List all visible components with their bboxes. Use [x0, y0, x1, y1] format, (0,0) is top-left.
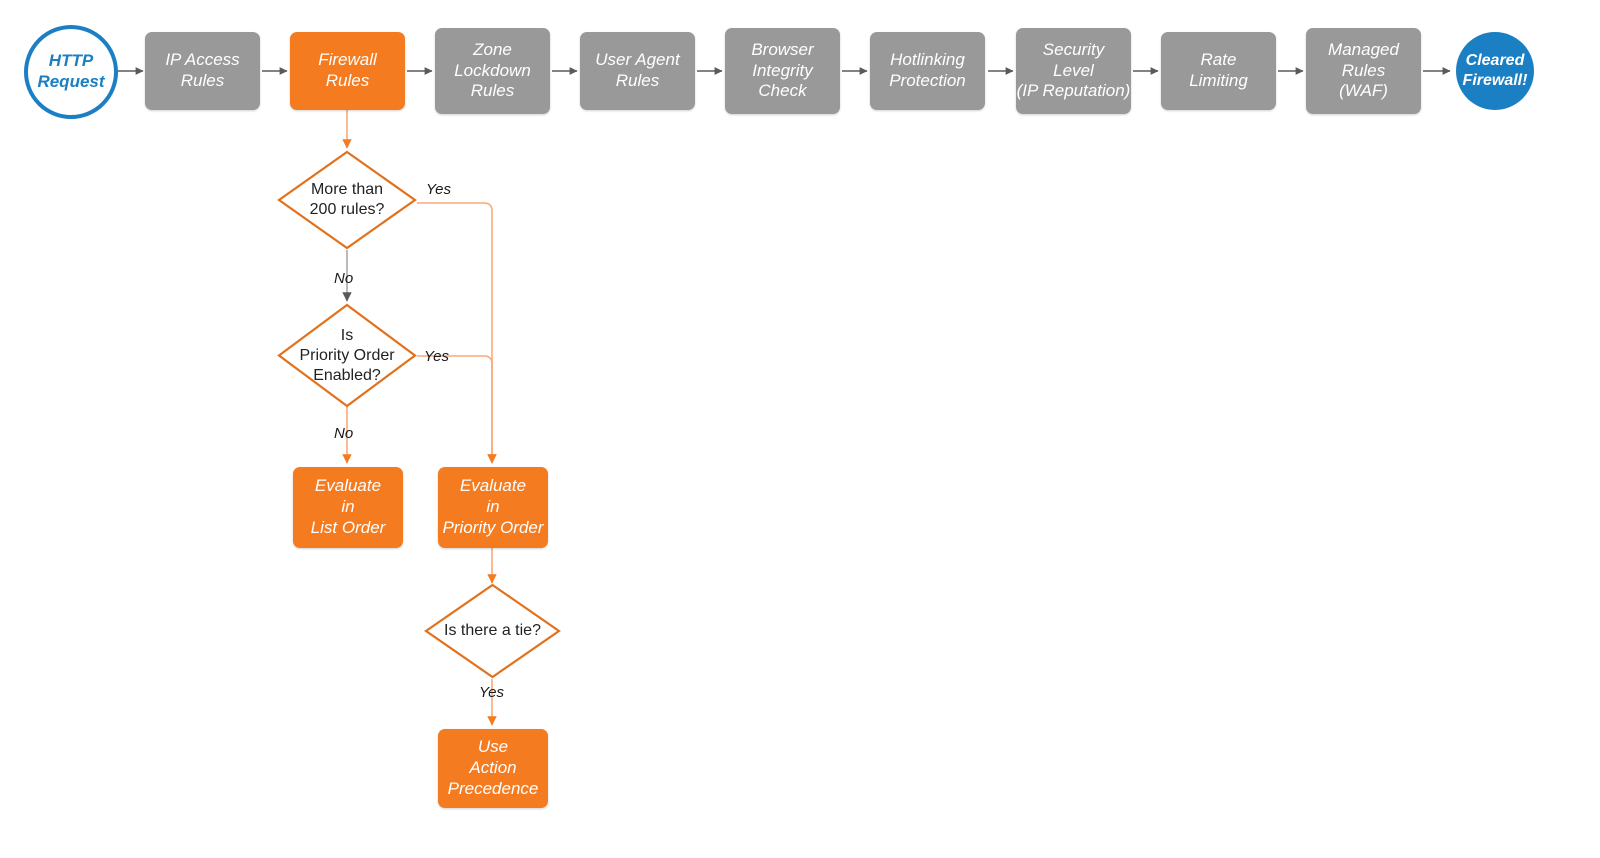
- diamond-shape: [424, 583, 561, 679]
- node-zone-lockdown-rules[interactable]: Zone Lockdown Rules: [435, 28, 550, 114]
- diamond-shape: [277, 150, 417, 250]
- decision-label: More than 200 rules?: [309, 181, 385, 218]
- diamond-shape: [277, 303, 417, 408]
- node-cleared-firewall[interactable]: Cleared Firewall!: [1456, 32, 1534, 110]
- node-ip-access-rules[interactable]: IP Access Rules: [145, 32, 260, 110]
- node-security-level[interactable]: Security Level (IP Reputation): [1016, 28, 1131, 114]
- edge-label-priority-yes: Yes: [424, 348, 450, 365]
- edge-priority-yes: [417, 355, 497, 464]
- node-hotlinking-protection[interactable]: Hotlinking Protection: [870, 32, 985, 110]
- edge-label-tie-yes: Yes: [479, 684, 505, 701]
- node-evaluate-in-priority-order[interactable]: Evaluate in Priority Order: [438, 467, 548, 548]
- node-browser-integrity-check[interactable]: Browser Integrity Check: [725, 28, 840, 114]
- node-managed-rules-waf[interactable]: Managed Rules (WAF): [1306, 28, 1421, 114]
- node-http-request[interactable]: HTTP Request: [24, 25, 118, 119]
- decision-is-there-a-tie[interactable]: Is there a tie?: [424, 583, 561, 679]
- node-firewall-rules[interactable]: Firewall Rules: [290, 32, 405, 110]
- decision-is-priority-order-enabled[interactable]: Is Priority Order Enabled?: [277, 303, 417, 408]
- node-user-agent-rules[interactable]: User Agent Rules: [580, 32, 695, 110]
- decision-label: Is there a tie?: [444, 622, 541, 639]
- edge-rulecount-yes: [417, 202, 497, 464]
- edge-label-rulecount-no: No: [334, 270, 354, 287]
- node-evaluate-in-list-order[interactable]: Evaluate in List Order: [293, 467, 403, 548]
- node-use-action-precedence[interactable]: Use Action Precedence: [438, 729, 548, 808]
- edge-label-rulecount-yes: Yes: [426, 181, 452, 198]
- decision-more-than-200-rules[interactable]: More than 200 rules?: [277, 150, 417, 250]
- edge-label-priority-no: No: [334, 425, 354, 442]
- decision-label: Is Priority Order Enabled?: [299, 326, 395, 384]
- node-rate-limiting[interactable]: Rate Limiting: [1161, 32, 1276, 110]
